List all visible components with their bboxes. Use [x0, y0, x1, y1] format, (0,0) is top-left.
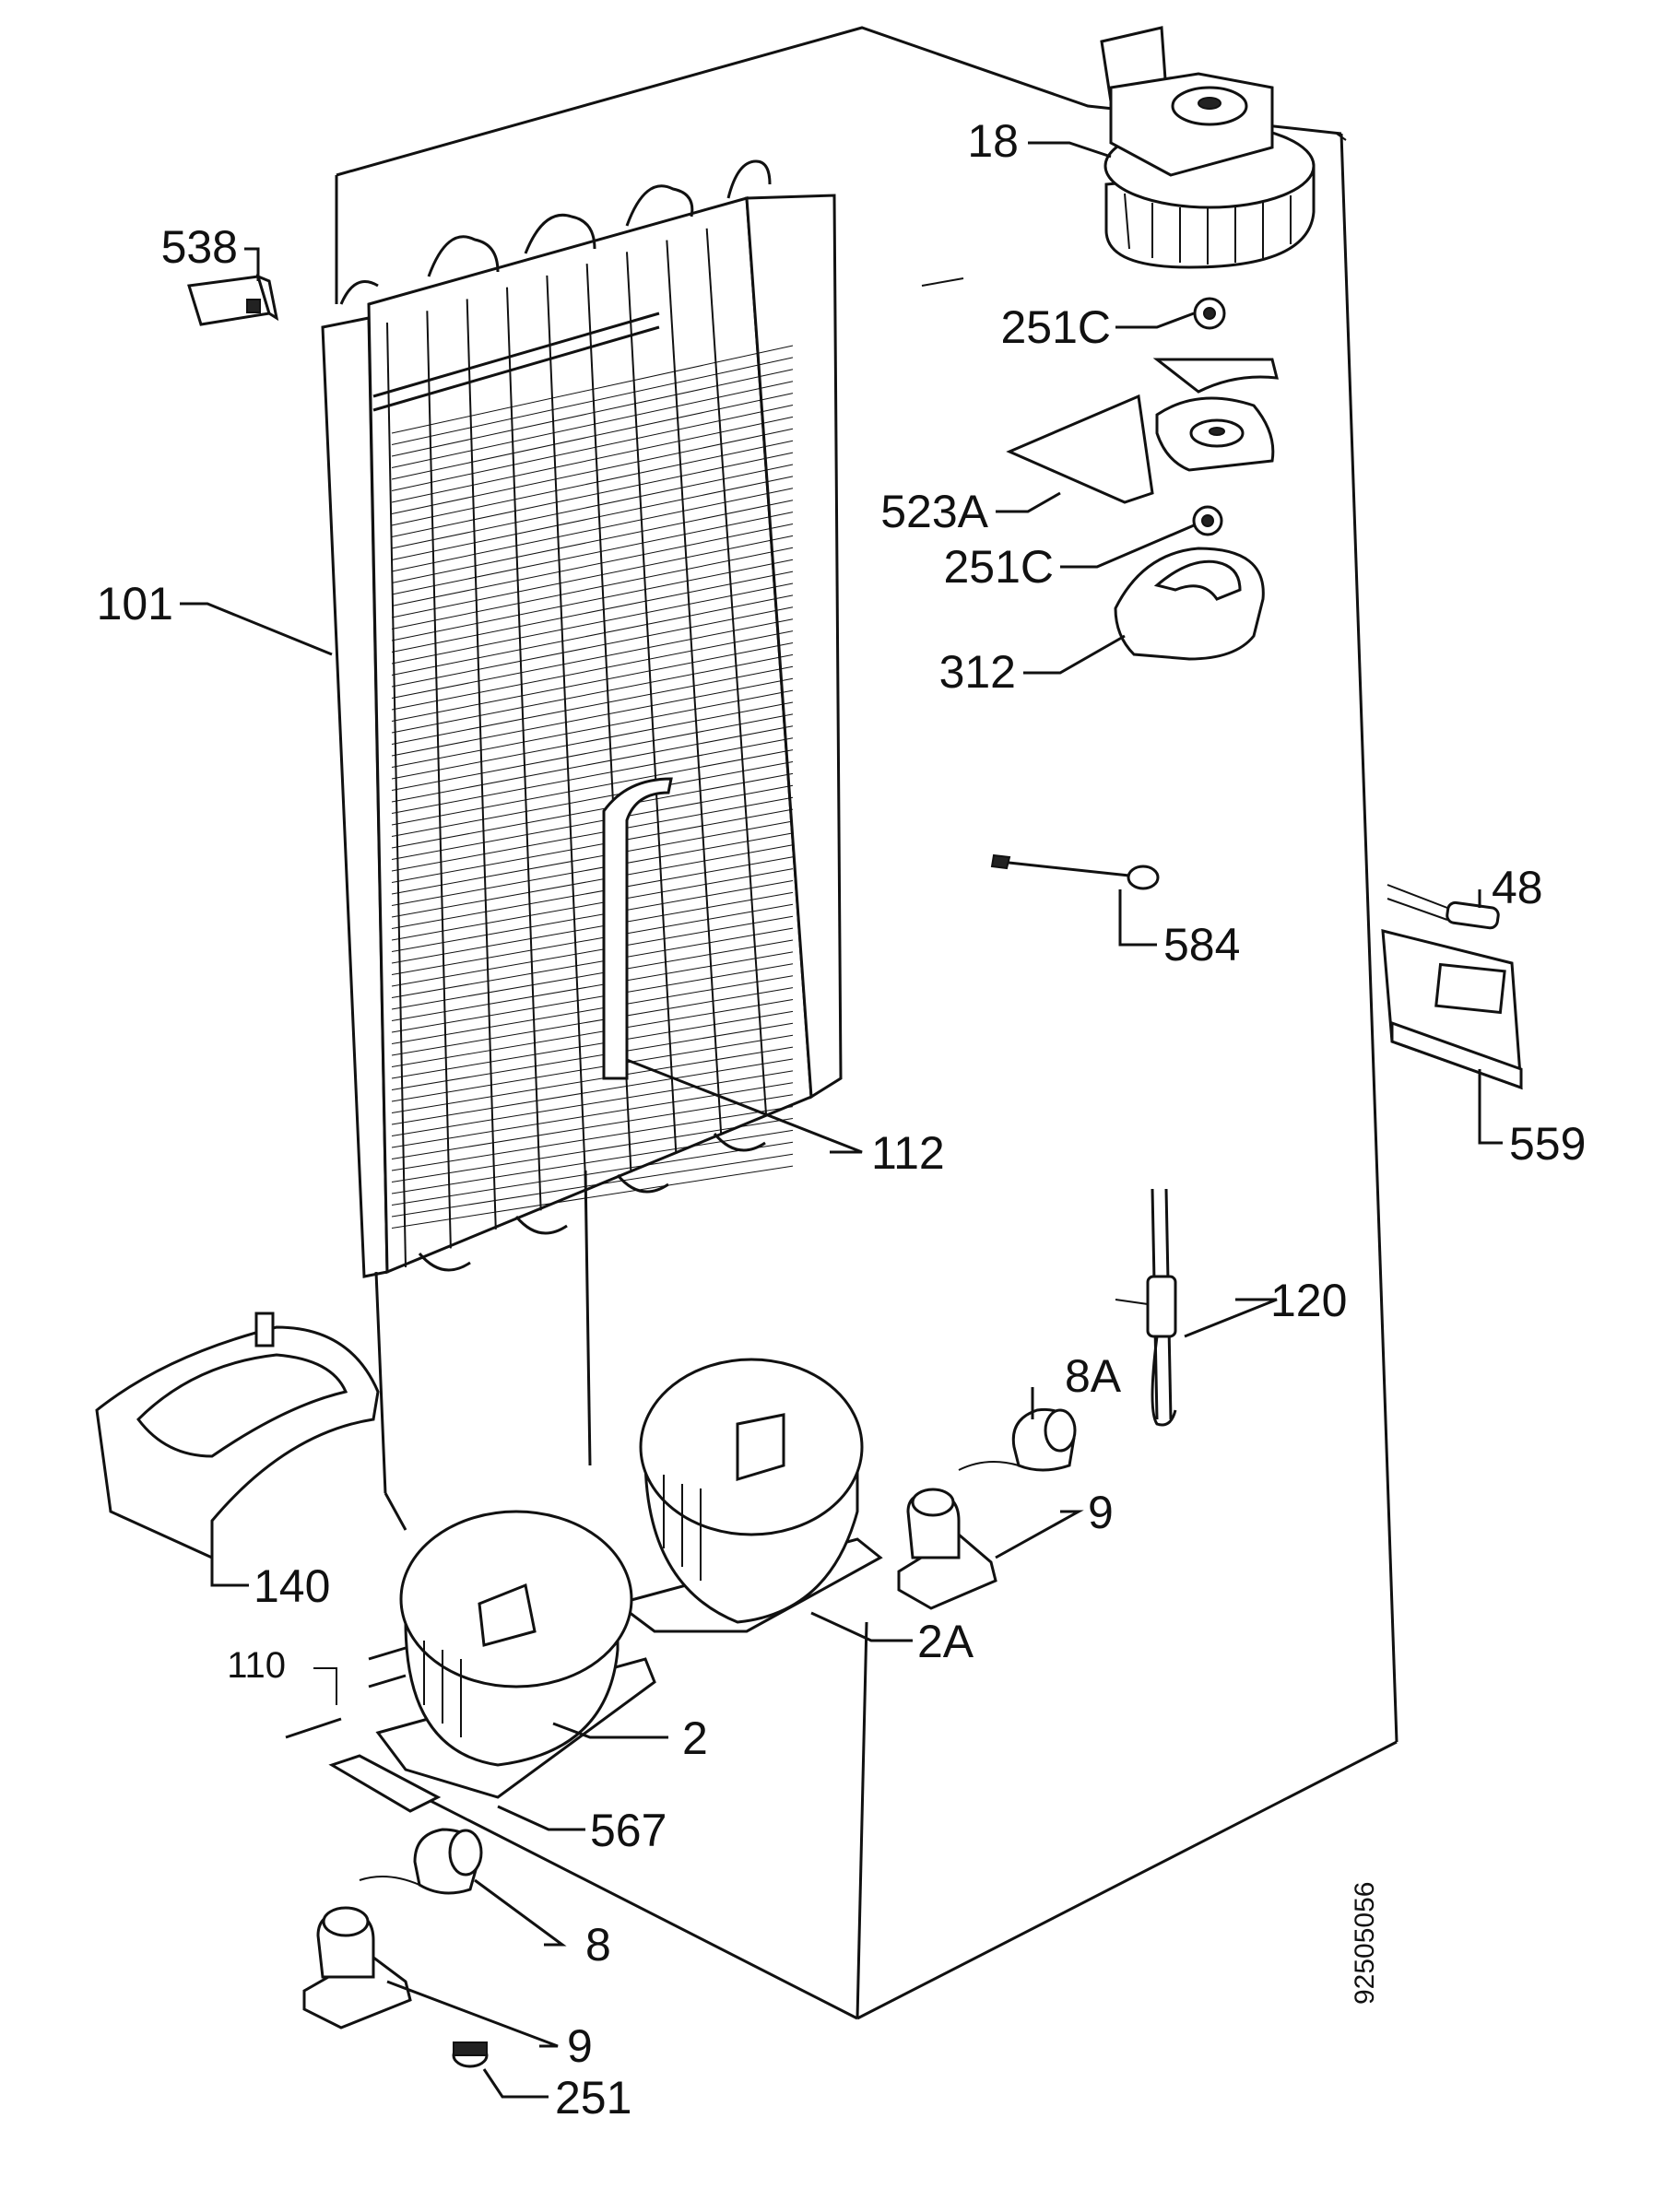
- label-2a: 2A: [917, 1616, 974, 1667]
- label-8: 8: [585, 1919, 611, 1971]
- label-567: 567: [590, 1805, 667, 1856]
- drip-tray-drawing: [95, 1312, 380, 1560]
- sensor-drawing: [990, 853, 1160, 890]
- label-110: 110: [227, 1645, 286, 1686]
- condenser-drawing: [321, 159, 843, 1531]
- label-101: 101: [97, 578, 173, 629]
- label-312: 312: [939, 646, 1016, 698]
- label-559: 559: [1509, 1118, 1586, 1170]
- part-labels: 18 538 251C 523A 251C 312 101 584 48 559…: [97, 115, 1587, 2124]
- label-251: 251: [555, 2072, 631, 2124]
- fan-nut-upper-drawing: [1193, 297, 1226, 330]
- label-9-left: 9: [567, 2020, 593, 2072]
- mounting-plate-drawing: [328, 1754, 442, 1813]
- pins-drawing: [285, 1646, 407, 1739]
- fan-motor-drawing: [1100, 26, 1316, 269]
- drawing-code: 92505056: [1350, 1882, 1380, 2005]
- connector-drawing: [187, 274, 279, 326]
- fan-nut-lower-drawing: [1192, 505, 1223, 536]
- label-251c-lower: 251C: [943, 541, 1054, 593]
- label-2: 2: [682, 1712, 708, 1764]
- relay-right-drawing: [958, 1407, 1077, 1472]
- relay-clip-right-drawing: [897, 1488, 997, 1610]
- fan-bracket-drawing: [1006, 358, 1279, 504]
- label-584: 584: [1163, 919, 1240, 971]
- label-538: 538: [161, 221, 238, 273]
- label-9-right: 9: [1088, 1487, 1114, 1538]
- relay-left-drawing: [359, 1828, 483, 1895]
- resistor-drawing: [1387, 884, 1500, 930]
- grommet-drawing: [452, 2041, 489, 2068]
- label-140: 140: [254, 1560, 330, 1612]
- label-120: 120: [1270, 1275, 1347, 1326]
- label-523a: 523A: [880, 486, 988, 537]
- leader-lines: [180, 141, 1503, 2099]
- fan-cover-drawing: [1114, 547, 1265, 661]
- label-18: 18: [967, 115, 1019, 167]
- drier-filter-drawing: [1115, 1188, 1177, 1427]
- compressor-right-drawing: [614, 1358, 883, 1633]
- label-112: 112: [871, 1127, 945, 1179]
- label-8a: 8A: [1065, 1350, 1122, 1402]
- relay-clip-left-drawing: [302, 1906, 412, 2030]
- label-48: 48: [1492, 862, 1543, 913]
- label-251c-upper: 251C: [1000, 301, 1111, 353]
- compressor-left-drawing: [375, 1510, 656, 1799]
- heater-plate-drawing: [1381, 929, 1523, 1090]
